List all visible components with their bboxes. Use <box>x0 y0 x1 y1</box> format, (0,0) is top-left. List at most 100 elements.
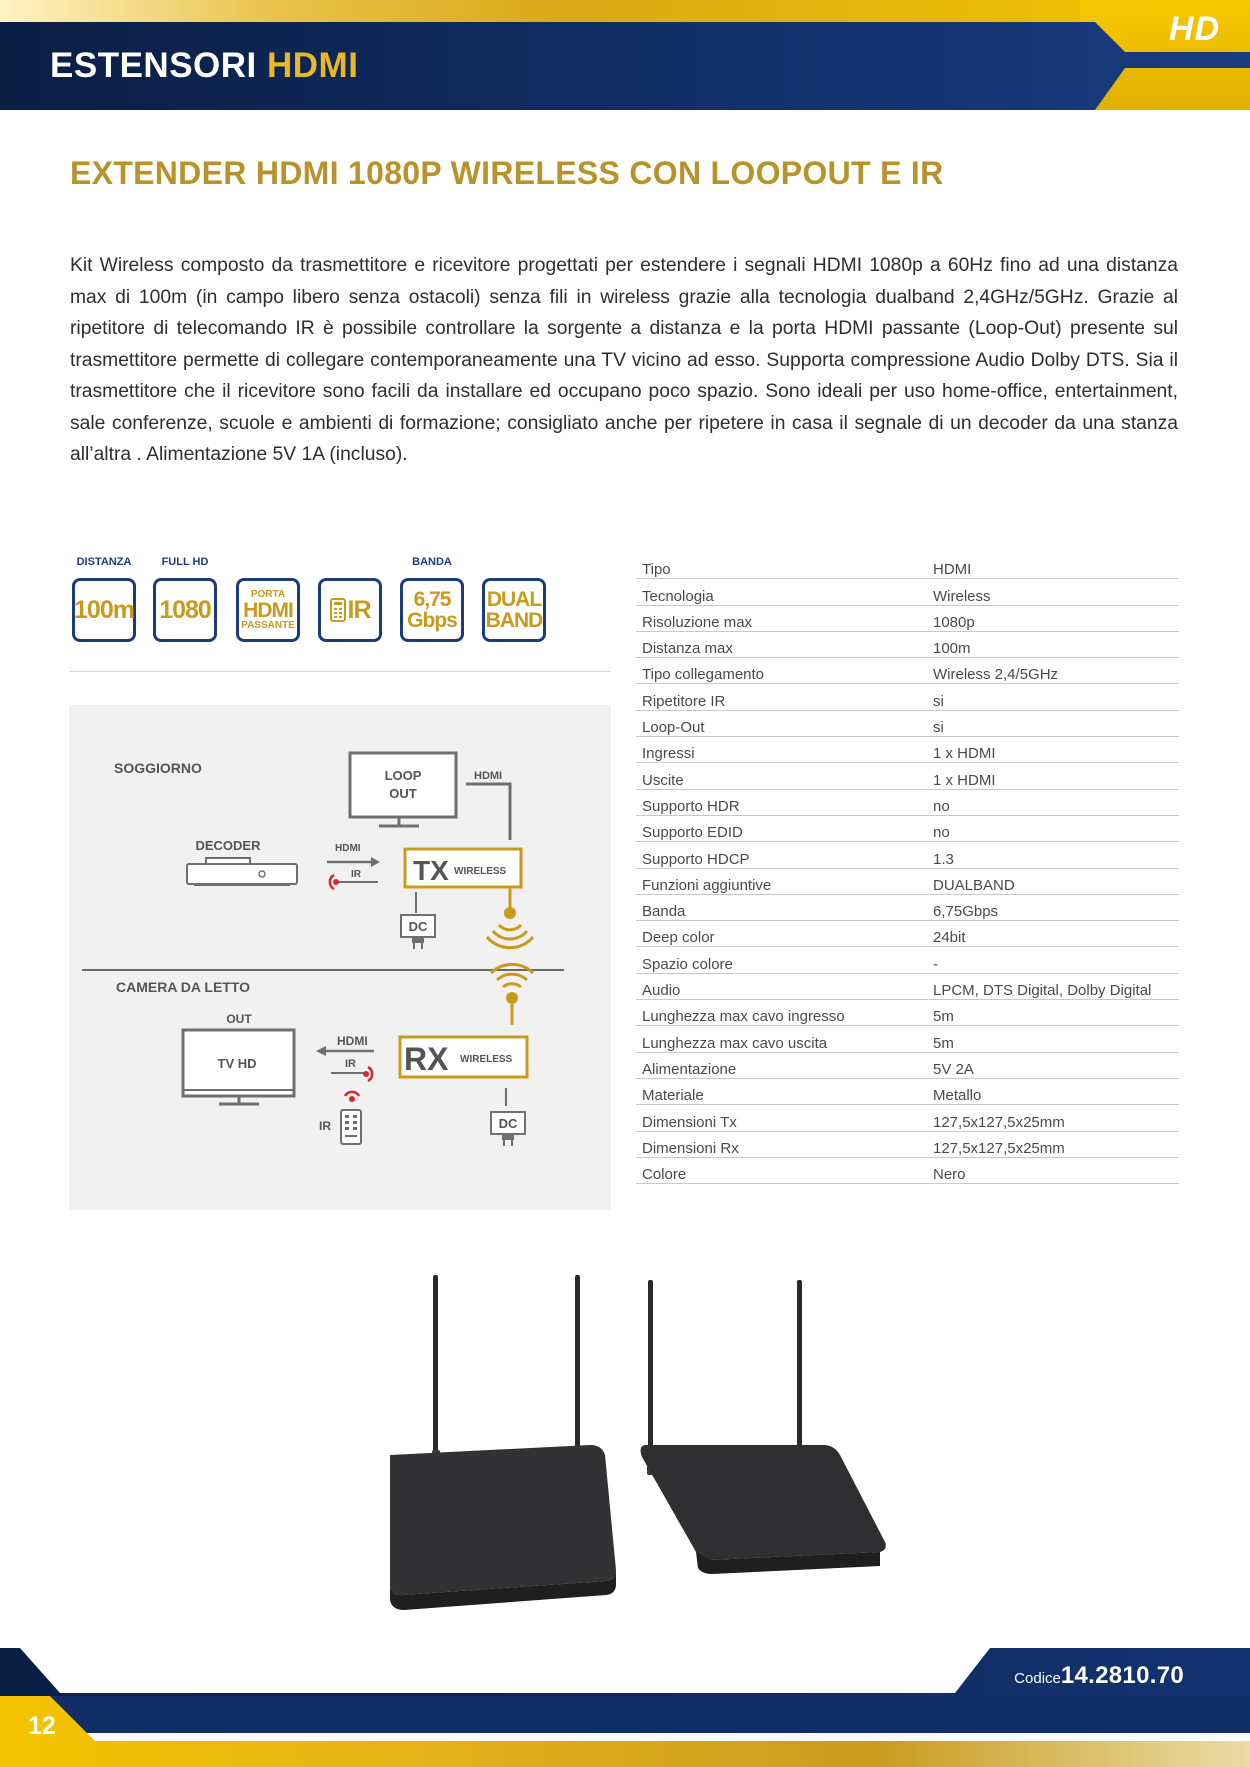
dc-power-icon: DC <box>490 1111 526 1146</box>
svg-text:WIRELESS: WIRELESS <box>460 1054 513 1065</box>
spec-value: 5m <box>927 999 1179 1027</box>
spec-label: Uscite <box>636 762 927 790</box>
feature-hdmi-passthrough: PORTA HDMI PASSANTE <box>233 556 303 642</box>
spec-value: 6,75Gbps <box>927 894 1179 922</box>
tv-hd-icon: TV HD <box>181 1028 296 1106</box>
spec-label: Materiale <box>636 1078 927 1106</box>
svg-text:DC: DC <box>499 1116 518 1131</box>
ir-label: IR <box>345 1058 356 1070</box>
spec-value: 5m <box>927 1025 1179 1053</box>
spec-value: no <box>927 815 1179 843</box>
header-navy-band <box>0 22 1250 110</box>
spec-label: Spazio colore <box>636 946 927 974</box>
hdmi-label: HDMI <box>335 843 361 854</box>
spec-value: Wireless <box>927 578 1179 606</box>
spec-label: Alimentazione <box>636 1052 927 1079</box>
feature-caption: FULL HD <box>161 556 209 568</box>
feature-distance: DISTANZA 100m <box>69 556 139 642</box>
spec-label: Distanza max <box>636 631 927 659</box>
product-code: Codice14.2810.70 <box>1014 1662 1184 1690</box>
spec-value: - <box>927 946 1179 974</box>
hdmi-passthrough-icon: PORTA HDMI PASSANTE <box>236 578 300 642</box>
spec-value: 1 x HDMI <box>927 762 1179 790</box>
header-gold-band <box>0 0 1250 24</box>
product-photo <box>380 1270 900 1610</box>
spec-label: Deep color <box>636 920 927 948</box>
bandwidth-icon: 6,75 Gbps <box>400 578 464 642</box>
spec-value: 1080p <box>927 605 1179 632</box>
rx-receiver: RX WIRELESS <box>398 1035 529 1079</box>
ir-signal-icon <box>363 1065 374 1083</box>
hdmi-cable <box>466 782 512 840</box>
arrow-left-icon <box>316 1046 326 1056</box>
tx-transmitter: TX WIRELESS <box>403 847 523 889</box>
ir-icon: IR <box>318 578 382 642</box>
room-label-bedroom: CAMERA DA LETTO <box>116 979 250 995</box>
room-label-living: SOGGIORNO <box>114 760 202 776</box>
arrow-right-icon <box>371 857 380 867</box>
spec-label: Tipo collegamento <box>636 657 927 685</box>
spec-label: Dimensioni Tx <box>636 1104 927 1132</box>
spec-label: Supporto EDID <box>636 815 927 843</box>
loop-out-tv-icon: LOOP OUT <box>348 751 458 828</box>
hdmi-label: HDMI <box>337 1034 368 1048</box>
spec-value: 127,5x127,5x25mm <box>927 1104 1179 1132</box>
spec-label: Ripetitore IR <box>636 683 927 711</box>
spec-value: si <box>927 683 1179 711</box>
spec-label: Tipo <box>636 553 927 580</box>
spec-label: Tecnologia <box>636 578 927 606</box>
footer-navy-strip <box>50 1696 1250 1733</box>
hd-badge: HD <box>1168 10 1220 48</box>
ir-signal-icon <box>328 873 339 891</box>
wifi-signal-icon <box>489 962 535 1004</box>
dc-power-icon: DC <box>400 914 436 949</box>
spec-label: Audio <box>636 973 927 1001</box>
out-label: OUT <box>226 1012 252 1026</box>
svg-text:LOOP: LOOP <box>385 768 422 783</box>
spec-value: HDMI <box>927 553 1179 580</box>
connection-diagram: SOGGIORNO CAMERA DA LETTO LOOP OUT HDMI … <box>69 705 611 1210</box>
spec-value: 24bit <box>927 920 1179 948</box>
feature-dual-band: DUAL BAND <box>479 556 549 642</box>
spec-label: Lunghezza max cavo uscita <box>636 1025 927 1053</box>
product-code-label: Codice <box>1014 1670 1061 1687</box>
spec-value: Metallo <box>927 1078 1179 1106</box>
spec-value: 5V 2A <box>927 1052 1179 1079</box>
spec-label: Loop-Out <box>636 710 927 738</box>
feature-caption: DISTANZA <box>76 556 132 568</box>
spec-row: Spazio colore- <box>636 946 1179 974</box>
spec-value: Wireless 2,4/5GHz <box>927 657 1179 685</box>
svg-text:TX: TX <box>413 855 449 886</box>
spec-value: 127,5x127,5x25mm <box>927 1131 1179 1158</box>
remote-icon <box>329 598 346 622</box>
feature-caption <box>479 556 549 574</box>
spec-value: 1.3 <box>927 841 1179 869</box>
dual-band-icon: DUAL BAND <box>482 578 546 642</box>
spec-value: Nero <box>927 1157 1179 1185</box>
tx-unit-photo <box>390 1445 616 1610</box>
spec-label: Colore <box>636 1157 927 1185</box>
product-code-value: 14.2810.70 <box>1060 1662 1184 1689</box>
spec-value: si <box>927 710 1179 738</box>
decoder-label: DECODER <box>195 838 261 853</box>
feature-caption <box>233 556 303 574</box>
spec-label: Risoluzione max <box>636 605 927 632</box>
feature-caption: BANDA <box>412 556 452 568</box>
